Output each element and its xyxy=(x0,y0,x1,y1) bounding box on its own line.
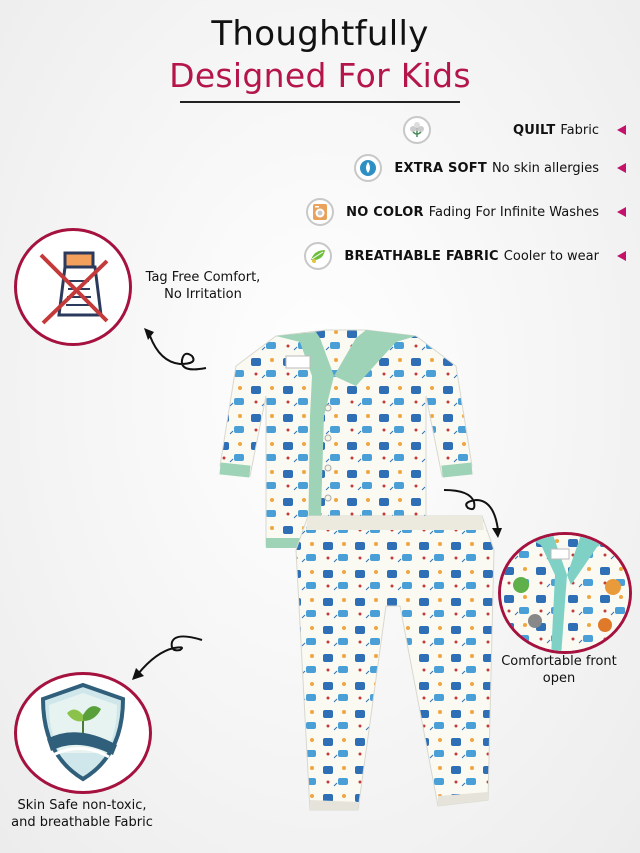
washing-machine-icon xyxy=(306,198,335,226)
feature-row-soft: EXTRA SOFT No skin allergies xyxy=(354,151,626,185)
page-title-line2: Designed For Kids xyxy=(169,56,471,95)
feature-desc: No skin allergies xyxy=(491,160,599,176)
curly-arrow-icon xyxy=(144,328,207,371)
front-open-badge xyxy=(498,532,632,654)
bullet-arrow-icon xyxy=(617,125,626,135)
feature-bold: QUILT xyxy=(512,122,556,138)
water-drop-icon xyxy=(354,154,383,182)
leaf-icon xyxy=(304,242,333,270)
cotton-flower-icon xyxy=(402,116,431,144)
front-open-closeup-image xyxy=(501,535,629,651)
feature-row-color: NO COLOR Fading For Infinite Washes xyxy=(306,195,626,229)
shield-leaf-icon xyxy=(40,682,126,782)
feature-bold: BREATHABLE FABRIC xyxy=(344,248,499,264)
title-divider xyxy=(180,101,460,103)
bullet-arrow-icon xyxy=(617,207,626,217)
feature-bold: NO COLOR xyxy=(346,204,424,220)
bullet-arrow-icon xyxy=(617,251,626,261)
skin-safe-badge xyxy=(14,672,152,794)
curly-arrow-icon xyxy=(443,489,502,538)
tag-free-badge xyxy=(14,228,132,346)
shirt-image xyxy=(219,329,473,548)
feature-row-breathable: BREATHABLE FABRIC Cooler to wear xyxy=(304,239,626,273)
feature-desc: Fading For Infinite Washes xyxy=(428,204,599,220)
no-tag-icon xyxy=(39,251,109,325)
pants-image xyxy=(295,515,495,811)
curly-arrow-icon xyxy=(132,635,203,680)
bullet-arrow-icon xyxy=(617,163,626,173)
feature-bold: EXTRA SOFT xyxy=(394,160,487,176)
feature-desc: Fabric xyxy=(560,122,599,138)
page-title-line1: Thoughtfully xyxy=(211,14,429,54)
feature-desc: Cooler to wear xyxy=(503,248,599,264)
skin-safe-label: Skin Safe non-toxic, and breathable Fabr… xyxy=(11,798,153,830)
feature-row-quilt: QUILT Fabric xyxy=(402,113,626,147)
front-open-label: Comfortable front open xyxy=(501,654,617,686)
tag-free-label: Tag Free Comfort, No Irritation xyxy=(145,270,261,302)
